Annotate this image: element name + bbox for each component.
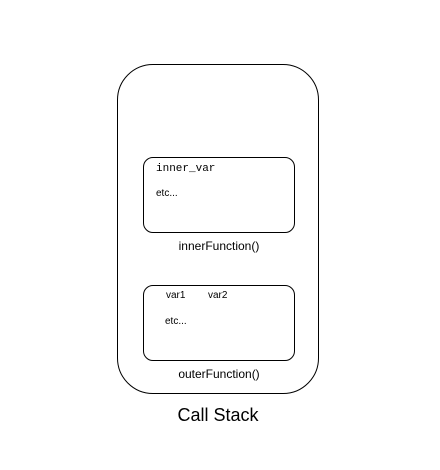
variable-var2: var2 (208, 290, 228, 301)
call-stack-container (117, 64, 319, 394)
stack-frame-outer-function (143, 285, 295, 361)
variable-var1: var1 (166, 290, 186, 301)
inner-frame-etc: etc... (156, 188, 178, 199)
inner-function-label: innerFunction() (178, 239, 260, 253)
variable-inner-var: inner_var (156, 163, 216, 175)
call-stack-title: Call Stack (177, 405, 259, 425)
stack-frame-inner-function (143, 157, 295, 233)
outer-function-label: outerFunction() (178, 367, 260, 381)
outer-frame-etc: etc... (165, 316, 187, 327)
